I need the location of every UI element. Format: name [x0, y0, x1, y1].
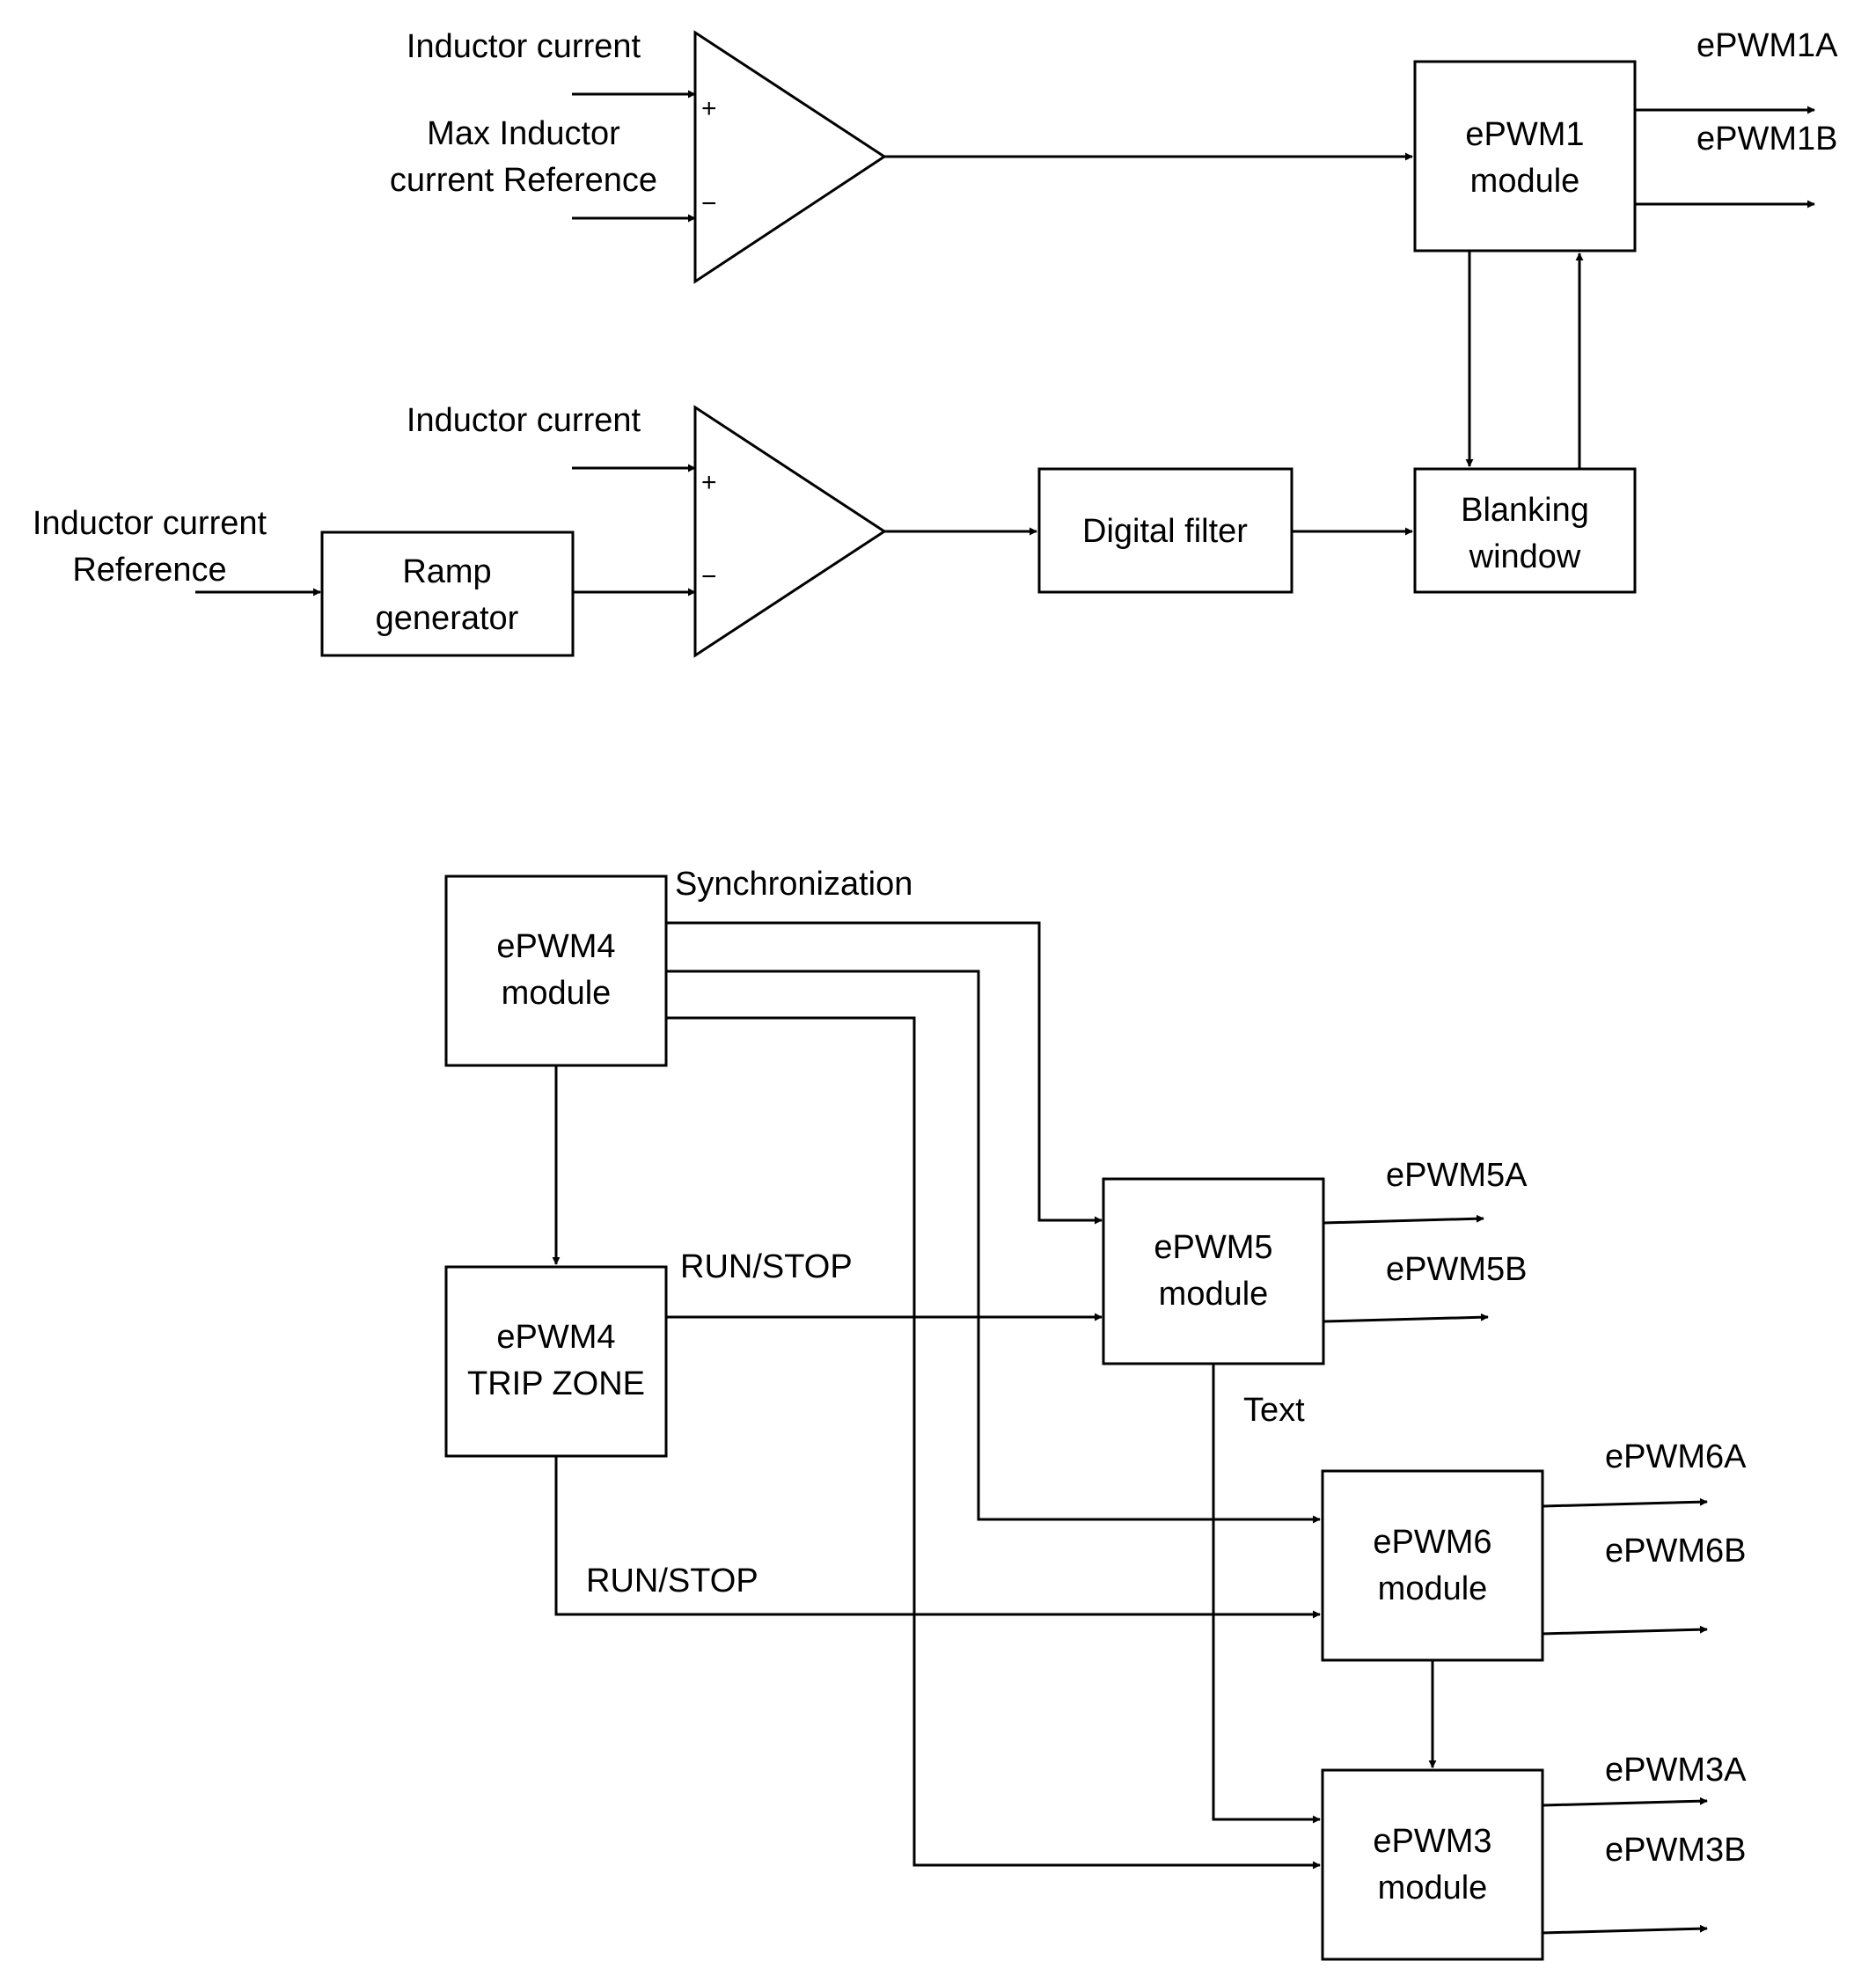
epwm6-module-block: [1321, 1469, 1544, 1662]
run-stop-label-2: RUN/STOP: [586, 1563, 758, 1599]
epwm6-module-label-line2: module: [1378, 1570, 1488, 1607]
epwm4-module-label-line1: ePWM4: [496, 928, 615, 965]
epwm5b-output-arrow: [1323, 1313, 1489, 1323]
blanking-window-label-line2: window: [1469, 538, 1581, 575]
epwm4-trip-zone-label-line1: ePWM4: [496, 1319, 615, 1356]
reference-input-label-line2: Reference: [72, 552, 226, 589]
comparator-1: [693, 30, 887, 284]
text-label: Text: [1243, 1392, 1305, 1429]
epwm5-module-label-line2: module: [1159, 1276, 1269, 1313]
digital-filter-block: [1037, 467, 1293, 594]
epwm5-to-epwm3-wire: [1212, 1364, 1321, 1824]
epwm4-module-label-line2: module: [502, 975, 612, 1012]
epwm6a-output-arrow: [1542, 1497, 1708, 1508]
epwm6b-output-arrow: [1542, 1625, 1708, 1636]
epwm3b-output-label: ePWM3B: [1605, 1832, 1746, 1869]
reference-input-label-line1: Inductor current: [33, 505, 267, 542]
comparator-1-minus-input-label-line1: Max Inductor: [427, 115, 620, 152]
ramp-generator-label-line1: Ramp: [402, 553, 491, 590]
epwm3a-output-arrow: [1542, 1797, 1708, 1807]
epwm5a-output-label: ePWM5A: [1386, 1157, 1528, 1194]
epwm3-module-label-line1: ePWM3: [1373, 1823, 1491, 1860]
blanking-window-block: [1413, 467, 1637, 594]
synchronization-label: Synchronization: [675, 866, 912, 903]
comparator-2-plus-sign: +: [701, 468, 717, 497]
comparator-1-minus-sign: −: [701, 189, 717, 218]
run-stop-label-1: RUN/STOP: [680, 1248, 853, 1285]
epwm6b-output-label: ePWM6B: [1605, 1533, 1746, 1570]
epwm5-module-block: [1102, 1177, 1325, 1365]
epwm4-trip-zone-label-line2: TRIP ZONE: [467, 1365, 645, 1402]
epwm5a-output-arrow: [1323, 1214, 1484, 1225]
comparator-1-plus-input-label: Inductor current: [407, 28, 641, 65]
epwm6a-output-label: ePWM6A: [1605, 1438, 1747, 1475]
epwm4-sync-to-epwm5-wire: [666, 921, 1103, 1225]
epwm1-module-label-line1: ePWM1: [1465, 116, 1584, 153]
epwm1-module-block: [1413, 60, 1637, 252]
epwm4-sync-to-epwm6-wire: [666, 970, 1321, 1524]
comparator-2-plus-input-label: Inductor current: [407, 402, 641, 439]
epwm1a-output-label: ePWM1A: [1696, 27, 1838, 64]
epwm1b-output-label: ePWM1B: [1696, 121, 1837, 157]
comparator-2-minus-sign: −: [701, 562, 717, 591]
epwm5b-output-label: ePWM5B: [1386, 1251, 1527, 1288]
digital-filter-label: Digital filter: [1082, 513, 1248, 550]
ramp-generator-block: [320, 531, 575, 657]
trip-zone-run-stop-to-epwm6-wire: [554, 1456, 1321, 1619]
epwm3b-output-arrow: [1542, 1924, 1708, 1935]
blanking-window-label-line1: Blanking: [1461, 492, 1589, 529]
epwm5-module-label-line1: ePWM5: [1154, 1229, 1272, 1266]
epwm3-module-label-line2: module: [1378, 1870, 1488, 1906]
epwm4-sync-to-epwm3-wire: [666, 1016, 1321, 1870]
ramp-generator-label-line2: generator: [376, 600, 519, 637]
epwm1-module-label-line2: module: [1470, 163, 1580, 200]
epwm3a-output-label: ePWM3A: [1605, 1752, 1747, 1789]
comparator-1-minus-input-label-line2: current Reference: [390, 162, 657, 199]
epwm4-trip-zone-block: [444, 1265, 668, 1458]
comparator-2: [693, 405, 887, 658]
epwm3-module-block: [1321, 1768, 1544, 1961]
comparator-1-plus-sign: +: [701, 94, 717, 123]
epwm6-module-label-line1: ePWM6: [1373, 1524, 1491, 1561]
epwm4-module-block: [444, 875, 668, 1067]
